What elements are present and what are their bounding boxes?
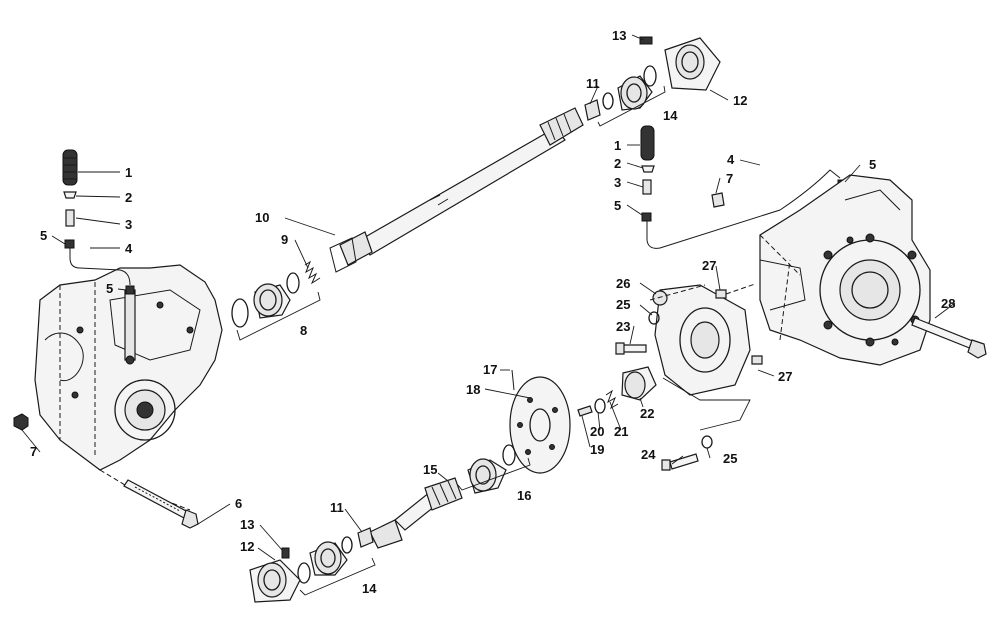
callout-8: 8 (300, 323, 307, 338)
bolt-6 (123, 479, 199, 529)
callout-10: 10 (255, 210, 269, 225)
callout-14-bottom: 14 (362, 581, 377, 596)
callout-26: 26 (616, 276, 630, 291)
callout-2-left: 2 (125, 190, 132, 205)
bolt-24 (661, 435, 713, 471)
callout-4-right: 4 (727, 152, 735, 167)
callout-25-bottom: 25 (723, 451, 737, 466)
callout-6: 6 (235, 496, 242, 511)
callout-11-top: 11 (586, 76, 600, 91)
callout-3-right: 3 (614, 175, 621, 190)
callout-19: 19 (590, 442, 604, 457)
callout-4-left: 4 (125, 241, 133, 256)
right-breather-assembly (640, 125, 848, 249)
pinion-yoke (577, 366, 751, 431)
callout-16: 16 (517, 488, 531, 503)
bolt-28 (911, 317, 987, 359)
callout-5-left-bottom: 5 (106, 281, 113, 296)
callout-23: 23 (616, 319, 630, 334)
output-housing (615, 283, 763, 396)
callout-13-bottom: 13 (240, 517, 254, 532)
callout-7-right: 7 (726, 171, 733, 186)
callout-9: 9 (281, 232, 288, 247)
callout-20: 20 (590, 424, 604, 439)
boot-assembly-8 (231, 272, 321, 341)
nut-7 (13, 413, 29, 431)
front-gearcase (34, 264, 223, 511)
callout-15: 15 (423, 462, 437, 477)
callout-1-left: 1 (125, 165, 132, 180)
leader-lines (21, 34, 956, 561)
callout-27-top: 27 (702, 258, 716, 273)
callout-22: 22 (640, 406, 654, 421)
front-driveshaft (369, 444, 531, 549)
callout-7-left: 7 (30, 444, 37, 459)
callout-17: 17 (483, 362, 497, 377)
callout-24: 24 (641, 447, 656, 462)
left-breather-assembly (62, 149, 135, 295)
lower-flange-assembly (249, 527, 376, 603)
callout-1-right: 1 (614, 138, 621, 153)
rear-driveshaft (329, 107, 584, 273)
callout-3-left: 3 (125, 217, 132, 232)
rear-differential (759, 174, 931, 366)
callout-13-top: 13 (612, 28, 626, 43)
callout-21: 21 (614, 424, 628, 439)
callout-12-top: 12 (733, 93, 747, 108)
callout-5-right: 5 (869, 157, 876, 172)
callout-2-right: 2 (614, 156, 621, 171)
callout-28: 28 (941, 296, 955, 311)
callout-14-top: 14 (663, 108, 678, 123)
upper-flange-assembly (584, 36, 721, 127)
brake-disc-18 (509, 369, 571, 474)
callout-11-bottom: 11 (330, 500, 344, 515)
spring-9 (304, 260, 321, 285)
callout-18: 18 (466, 382, 480, 397)
callout-12-bottom: 12 (240, 539, 254, 554)
callout-25-top: 25 (616, 297, 630, 312)
callout-5-right-left: 5 (614, 198, 621, 213)
callout-27-bottom: 27 (778, 369, 792, 384)
callout-5-left-top: 5 (40, 228, 47, 243)
callout-labels: 1 2 3 5 4 5 7 6 10 9 8 11 13 12 14 1 2 3… (30, 28, 955, 596)
